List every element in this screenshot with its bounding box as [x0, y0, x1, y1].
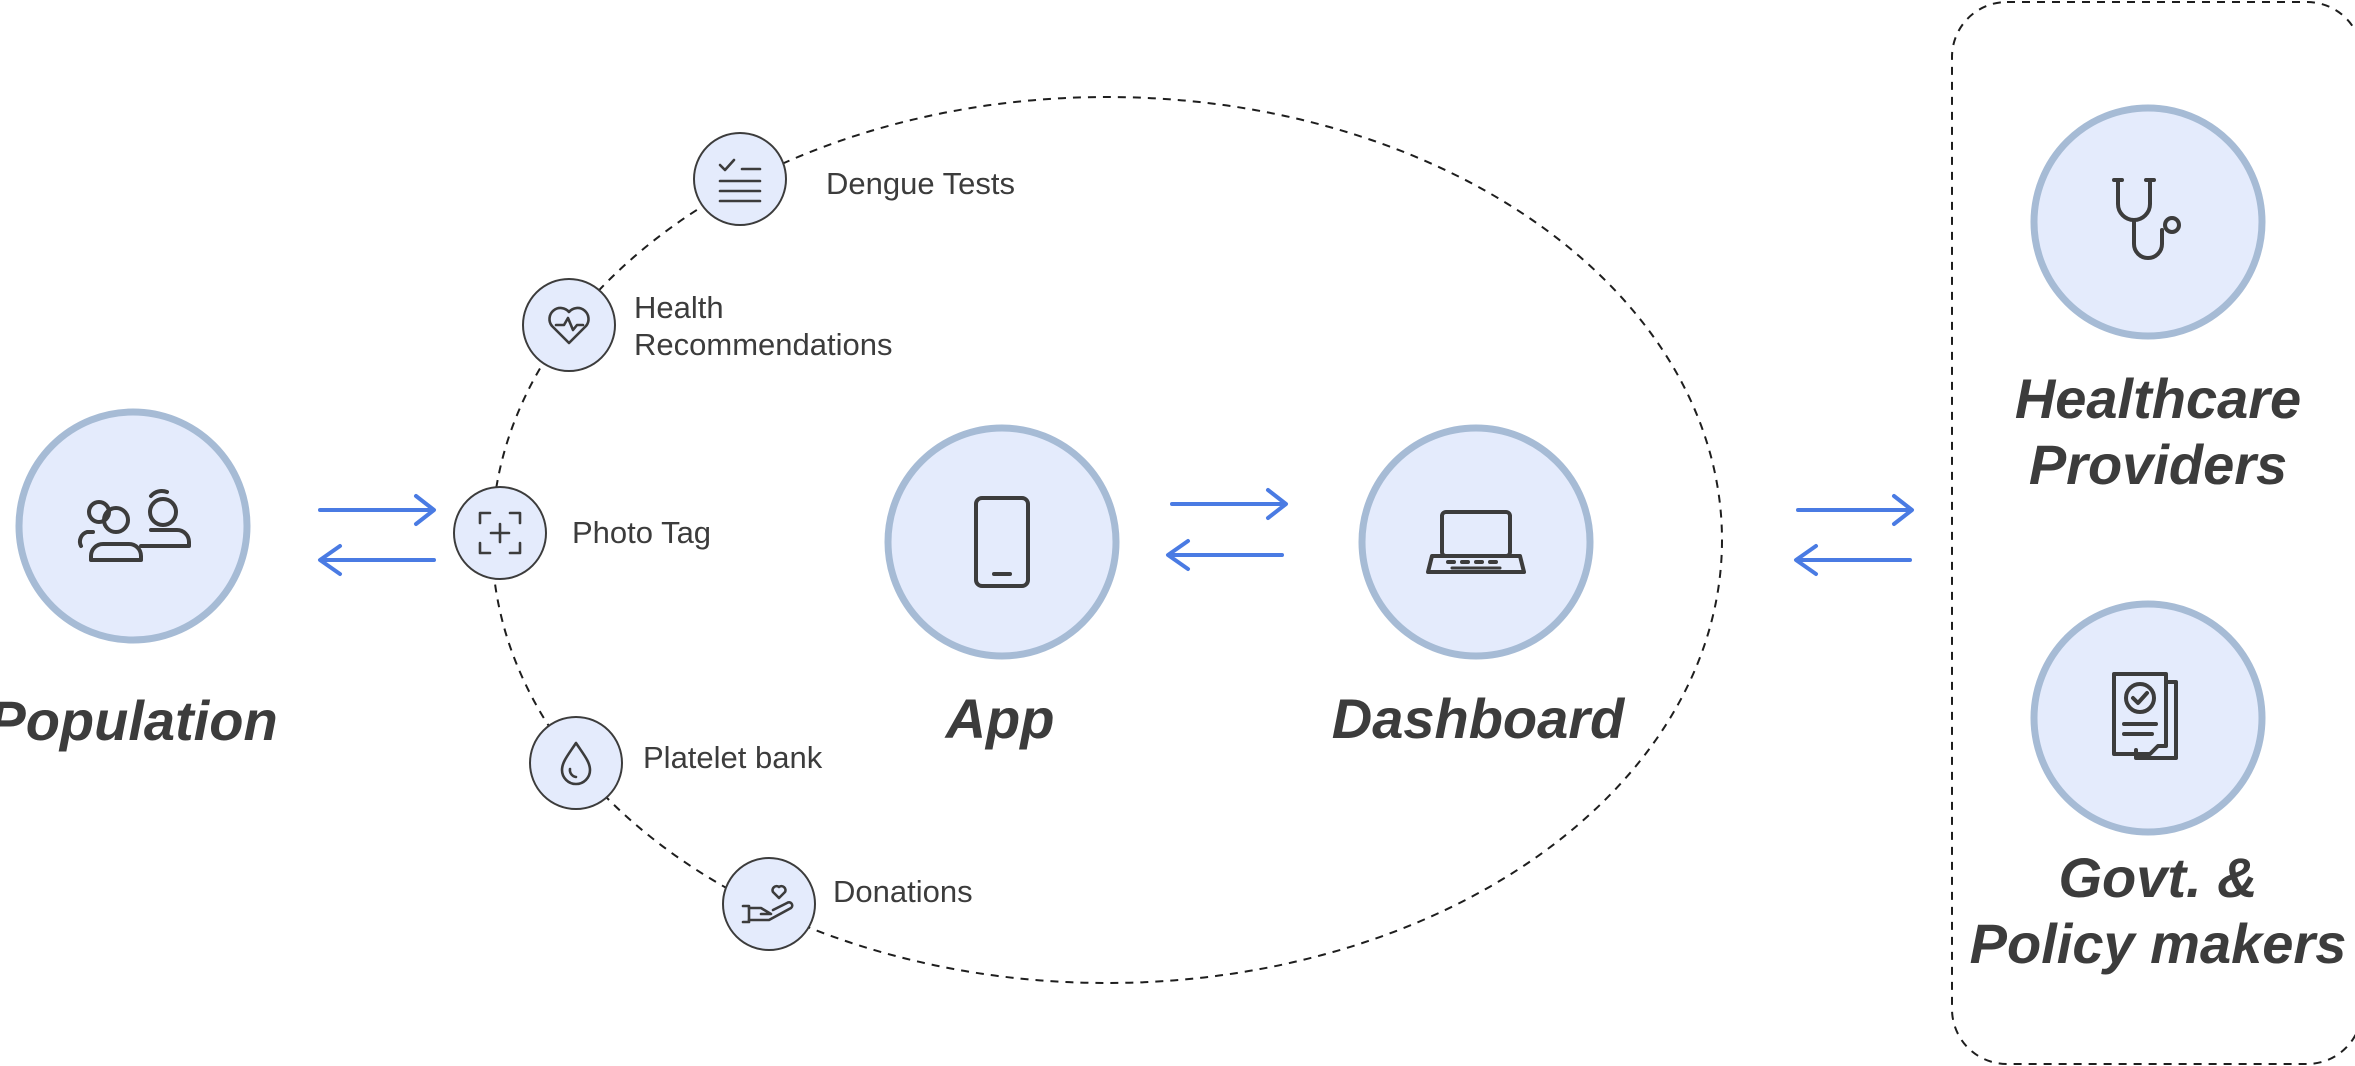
health-recommendations-label-line2: Recommendations: [634, 327, 892, 362]
platelet-bank-label: Platelet bank: [643, 740, 823, 775]
app-dashboard-arrows: [1166, 488, 1288, 571]
feature-donations: Donations: [722, 857, 973, 951]
heart-pulse-icon: [548, 306, 590, 345]
checklist-icon: [718, 158, 762, 203]
people-group-icon: [77, 488, 191, 562]
population-label: Population: [0, 689, 278, 752]
stethoscope-icon: [2112, 178, 2181, 260]
dashboard-stakeholders-arrows: [1794, 494, 1914, 576]
photo-tag-icon: [478, 511, 522, 555]
photo-tag-label: Photo Tag: [572, 515, 711, 550]
feature-photo-tag: Photo Tag: [453, 486, 711, 580]
population-node: [15, 408, 251, 644]
feature-platelet-bank: Platelet bank: [529, 716, 823, 810]
healthcare-label-line1: Healthcare: [2015, 367, 2301, 430]
laptop-icon: [1426, 510, 1526, 574]
dashboard-node: [1358, 424, 1594, 660]
feature-dengue-tests: Dengue Tests: [693, 132, 1015, 226]
donations-label: Donations: [833, 874, 973, 909]
population-exchange-arrows: [318, 494, 436, 576]
healthcare-label-line2: Providers: [2029, 433, 2287, 496]
certified-document-icon: [2112, 672, 2178, 760]
smartphone-icon: [974, 496, 1030, 588]
blood-drop-icon: [560, 741, 592, 786]
feature-health-recommendations: Health Recommendations: [522, 278, 892, 372]
govt-label-line2: Policy makers: [1970, 912, 2347, 975]
heart-hand-icon: [741, 884, 794, 924]
healthcare-providers-node: [2030, 104, 2266, 340]
health-recommendations-label-line1: Health: [634, 290, 724, 325]
app-node: [884, 424, 1120, 660]
dashboard-label: Dashboard: [1332, 687, 1626, 750]
stakeholders-boundary: [1951, 1, 2355, 1065]
dengue-tests-label: Dengue Tests: [826, 166, 1015, 201]
app-label: App: [944, 687, 1055, 750]
govt-label-line1: Govt. &: [2058, 846, 2257, 909]
govt-policy-makers-node: [2030, 600, 2266, 836]
